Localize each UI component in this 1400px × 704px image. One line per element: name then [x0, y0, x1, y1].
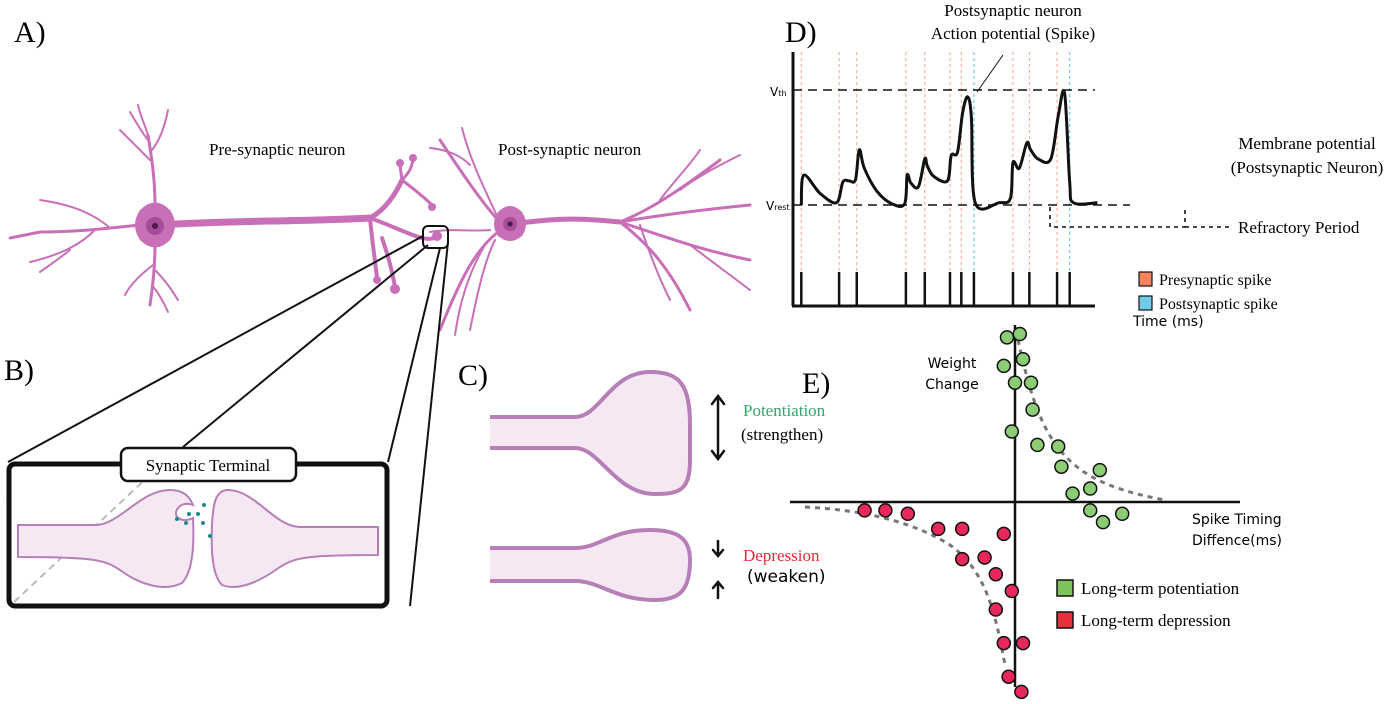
- scatter-points: [857, 326, 1130, 700]
- panel-b-label: B): [4, 354, 34, 387]
- vth-label: Vth: [770, 85, 786, 99]
- panel-a-label: A): [14, 16, 46, 49]
- legend-label-presynaptic: Presynaptic spike: [1159, 272, 1271, 289]
- ltp-point: [1030, 437, 1045, 453]
- ltp-point: [1004, 424, 1020, 439]
- ltp-point: [1025, 402, 1040, 417]
- ltd-point: [878, 503, 893, 518]
- panel-e-label: E): [802, 367, 830, 400]
- neurotransmitter-vesicles: [175, 503, 212, 538]
- legend-swatch-ltp: [1056, 579, 1074, 597]
- magnification-lines: [7, 235, 449, 607]
- legend-swatch-postsynaptic: [1138, 295, 1153, 311]
- double-arrow-icon: [710, 393, 726, 462]
- potentiated-spine: [490, 369, 692, 497]
- ltd-point: [954, 521, 970, 537]
- spike-raster: [800, 272, 1071, 306]
- ltd-point: [1004, 583, 1020, 599]
- ltp-point: [1054, 459, 1069, 474]
- legend-label-ltp: Long-term potentiation: [1081, 579, 1240, 598]
- ltp-point: [1050, 439, 1066, 454]
- ltd-point: [1015, 635, 1031, 651]
- membrane-potential-label-line2: (Postsynaptic Neuron): [1231, 158, 1384, 177]
- legend-swatch-ltd: [1056, 611, 1074, 629]
- ltd-point: [954, 551, 970, 567]
- spike-annotation-pointer: [976, 54, 1004, 93]
- ltd-point: [900, 506, 916, 522]
- membrane-potential-trace: [799, 89, 1098, 211]
- spike-timing-label-line1: Spike Timing: [1192, 512, 1282, 528]
- vrest-label: Vrest: [766, 199, 790, 213]
- refractory-bracket: [1049, 207, 1186, 228]
- depression-sublabel: (weaken): [747, 567, 826, 587]
- time-axis-label: Time (ms): [1132, 314, 1204, 330]
- depression-label: Depression: [743, 546, 820, 565]
- postsynaptic-terminal: [210, 488, 379, 589]
- ltp-point: [996, 358, 1012, 374]
- ltp-fit-curve: [1016, 339, 1166, 502]
- ltp-point: [1065, 486, 1080, 501]
- ltp-point: [1092, 462, 1108, 478]
- up-arrow-icon: [711, 580, 725, 600]
- panel-d: D) Postsynaptic neuron Action potential …: [766, 1, 1383, 330]
- spike-guide-lines: [800, 52, 1071, 272]
- depressed-spine: [490, 527, 693, 603]
- spike-annotation-line1: Postsynaptic neuron: [944, 1, 1082, 20]
- ltp-point: [1007, 375, 1023, 390]
- ltp-point: [1012, 326, 1028, 342]
- ltd-point: [1001, 669, 1016, 684]
- ltd-point: [977, 550, 992, 565]
- ltp-point: [999, 330, 1015, 345]
- membrane-potential-label-line1: Membrane potential: [1238, 134, 1376, 153]
- potentiation-sublabel: (strengthen): [741, 425, 823, 444]
- ltd-point: [996, 526, 1012, 542]
- ltd-fit-curve: [804, 505, 1007, 666]
- ltp-point: [1082, 503, 1098, 518]
- panel-b: B) Synaptic Terminal: [4, 354, 390, 609]
- refractory-period-label: Refractory Period: [1238, 218, 1360, 237]
- ltd-point: [988, 602, 1004, 617]
- ltd-point: [988, 566, 1004, 582]
- ltd-point: [930, 521, 946, 537]
- ltp-point: [1095, 514, 1111, 530]
- presynaptic-terminal: [17, 488, 195, 588]
- spike-timing-label-line2: Diffence(ms): [1192, 533, 1282, 549]
- panel-c-label: C): [458, 359, 488, 392]
- ltd-point: [1014, 684, 1029, 700]
- ltp-point: [1114, 506, 1130, 522]
- panel-c: C) Potentiation (strengthen) Depression …: [458, 359, 826, 603]
- down-arrow-icon: [711, 539, 725, 558]
- weight-change-label-line1: Weight: [928, 356, 977, 372]
- ltp-point: [1082, 481, 1098, 496]
- post-synaptic-neuron: [429, 127, 752, 336]
- legend-label-postsynaptic: Postsynaptic spike: [1159, 296, 1278, 313]
- panel-a: A) Pre-synaptic neuron Post-synaptic neu…: [7, 16, 752, 607]
- synaptic-terminal-title-box: [119, 446, 298, 483]
- weight-change-label-line2: Change: [925, 377, 979, 393]
- pre-synaptic-neuron-label: Pre-synaptic neuron: [209, 140, 346, 159]
- pre-synaptic-neuron: [8, 104, 442, 313]
- synaptic-terminal-title: Synaptic Terminal: [146, 456, 271, 475]
- post-synaptic-neuron-label: Post-synaptic neuron: [498, 140, 642, 159]
- ltd-point: [996, 635, 1012, 651]
- spike-annotation-line2: Action potential (Spike): [931, 24, 1095, 43]
- d-legend: Presynaptic spike Postsynaptic spike: [1138, 271, 1278, 313]
- panel-d-label: D): [785, 16, 817, 49]
- legend-swatch-presynaptic: [1138, 271, 1153, 287]
- ltp-point: [1023, 375, 1039, 390]
- legend-label-ltd: Long-term depression: [1081, 611, 1231, 630]
- ltp-point: [1015, 351, 1031, 367]
- ltd-point: [857, 503, 872, 518]
- e-legend: Long-term potentiation Long-term depress…: [1056, 579, 1240, 630]
- panel-e: E) Weight Change Spike Timing Diffence(m…: [790, 325, 1282, 700]
- potentiation-label: Potentiation: [743, 401, 826, 420]
